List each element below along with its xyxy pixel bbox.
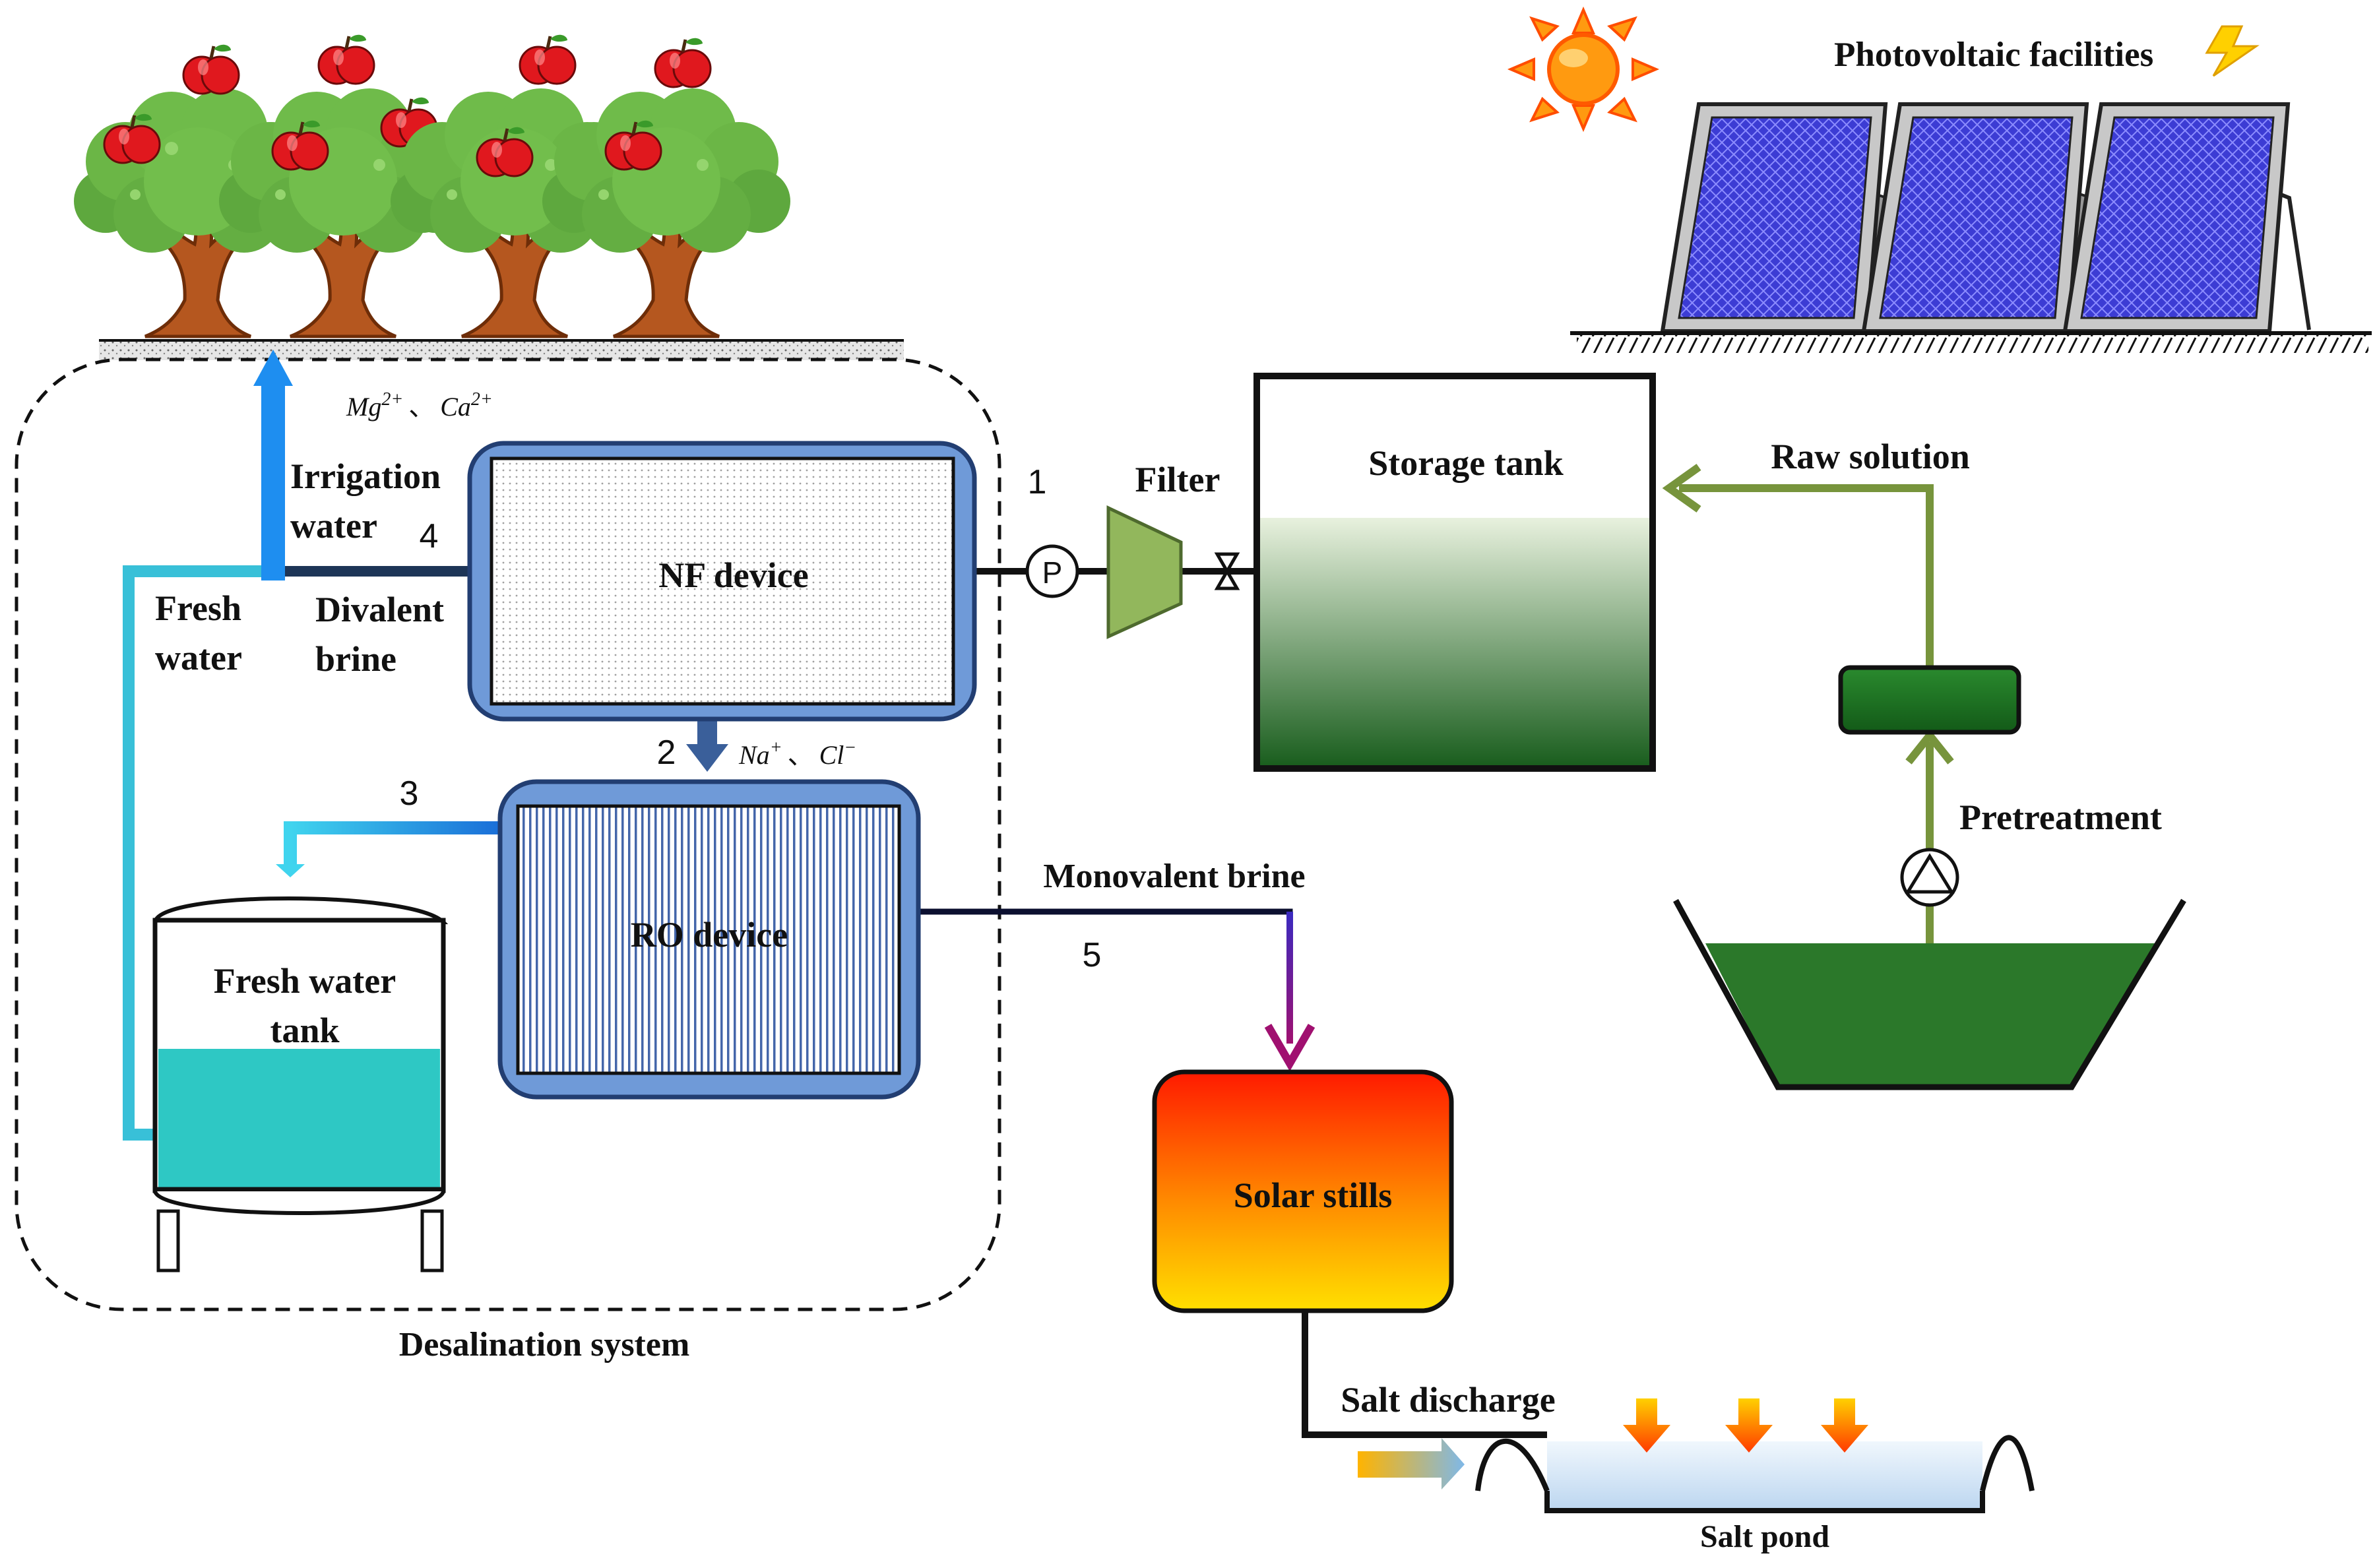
stream-number-2: 2 <box>657 734 676 772</box>
fresh-water-return-pipe <box>123 565 261 1141</box>
monovalent-brine-label: Monovalent brine <box>1043 858 1305 895</box>
fresh-water-tank-label: Fresh water <box>214 961 396 1001</box>
solar-panel-icon <box>1570 102 2372 353</box>
filter-label: Filter <box>1135 460 1220 499</box>
stream-number-4: 4 <box>420 517 439 555</box>
heat-arrow-icon <box>1623 1398 1868 1453</box>
monovalent-brine-pipe <box>918 908 1293 917</box>
lightning-icon <box>2205 25 2260 77</box>
inflow-arrow-icon <box>1358 1438 1465 1490</box>
stream-number-1: 1 <box>1028 463 1047 501</box>
orchard-ground <box>99 339 904 360</box>
salt-pond <box>1475 1435 2035 1513</box>
solar-stills-label: Solar stills <box>1234 1176 1393 1215</box>
brine-to-still-arrow <box>1264 912 1315 1071</box>
salt-discharge-pipe <box>1302 1313 1547 1438</box>
salt-pond-label: Salt pond <box>1700 1519 1829 1554</box>
irrigation-water-pipe <box>253 350 293 580</box>
ro-device-label: RO device <box>631 915 788 955</box>
filter-icon <box>1106 505 1183 639</box>
pretreatment-unit <box>1838 665 2021 735</box>
fresh-water-label: Fresh <box>155 588 241 628</box>
ro-device <box>497 779 921 1100</box>
nf-to-ro-arrow <box>686 719 728 772</box>
ro-to-fresh-tank-pipe <box>276 821 500 877</box>
valve-icon <box>1214 552 1240 590</box>
stream-number-5: 5 <box>1083 936 1102 974</box>
raw-solution-pipe <box>1662 464 1934 668</box>
pretreatment-label: Pretreatment <box>1959 798 2162 837</box>
nf-device-label: NF device <box>658 555 808 595</box>
monovalent-ions-label: Na+、Cl− <box>738 737 856 770</box>
stream-number-3: 3 <box>400 774 419 813</box>
divalent-ions-label: Mg2+、Ca2+ <box>346 389 493 422</box>
nf-device <box>467 441 977 722</box>
divalent-brine-label: Divalent <box>315 590 444 629</box>
storage-tank-label: Storage tank <box>1368 443 1564 483</box>
pretreatment-pump-icon <box>1900 848 1959 907</box>
salt-discharge-label: Salt discharge <box>1341 1380 1556 1420</box>
irrigation-water-label: Irrigation <box>290 456 441 496</box>
divalent-brine-label-2: brine <box>315 639 396 679</box>
raw-water-basin <box>1673 898 2186 1090</box>
pretreatment-up-pipe <box>1905 729 1954 950</box>
pump-icon <box>1025 544 1079 598</box>
photovoltaic-label: Photovoltaic facilities <box>1834 36 2153 74</box>
sun-icon <box>1507 6 1660 133</box>
fresh-water-tank <box>152 896 449 1272</box>
fresh-water-tank-label-2: tank <box>270 1011 339 1050</box>
irrigation-water-label-2: water <box>290 506 377 546</box>
storage-tank <box>1253 373 1656 772</box>
apple-tree-icon <box>542 38 790 336</box>
raw-solution-label: Raw solution <box>1771 437 1970 476</box>
fresh-water-label-2: water <box>155 638 242 677</box>
solar-stills <box>1152 1069 1454 1313</box>
pump-symbol: P <box>1042 555 1063 590</box>
desalination-system-label: Desalination system <box>399 1326 690 1364</box>
desalination-system-boundary <box>15 358 1001 1311</box>
